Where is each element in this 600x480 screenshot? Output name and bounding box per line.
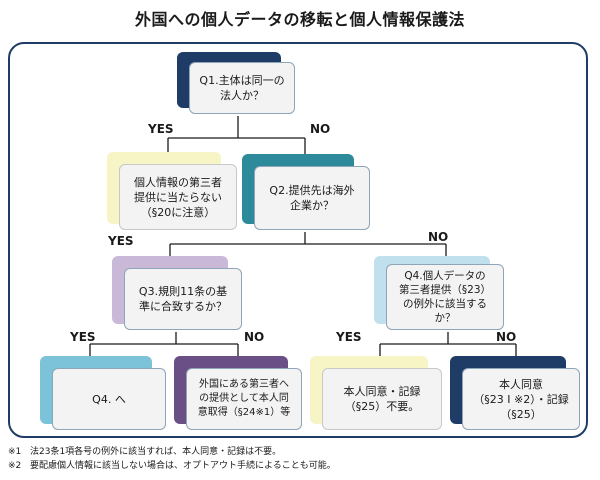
label-q4-no: NO: [496, 330, 517, 344]
node-no-consent-needed-text: 本人同意・記録 （§25）不要。: [322, 368, 442, 430]
node-q2: Q2.提供先は海外 企業か？: [242, 154, 372, 232]
footnote-2-text: 要配慮個人情報に該当しない場合は、オプトアウト手続によることも可能。: [30, 461, 336, 471]
node-consent-record: 本人同意 （§23 Ⅰ ※2）・記録 （§25）: [450, 356, 582, 432]
node-q3: Q3.規則11条の基 準に合致するか？: [112, 256, 244, 332]
node-goto-q4: Q4. へ: [40, 356, 168, 432]
label-q3-yes: YES: [70, 330, 96, 344]
node-q4-text: Q4.個人データの 第三者提供（§23） の例外に該当する か？: [386, 264, 504, 330]
footnote-2-mark: ※2: [8, 461, 22, 471]
node-not-third-party: 個人情報の第三者 提供に当たらない （§20に注意）: [107, 152, 237, 234]
node-q2-text: Q2.提供先は海外 企業か？: [254, 166, 370, 230]
node-q4: Q4.個人データの 第三者提供（§23） の例外に該当する か？: [374, 256, 506, 332]
node-q1-text: Q1.主体は同一の 法人か？: [189, 62, 295, 114]
label-q1-no: NO: [310, 122, 331, 136]
label-q3-no: NO: [244, 330, 265, 344]
diagram-frame: [8, 42, 588, 438]
label-q2-yes: YES: [108, 234, 134, 248]
node-foreign-consent-text: 外国にある第三者へ の提供として本人同 意取得（§24※1）等: [186, 368, 302, 430]
node-consent-record-text: 本人同意 （§23 Ⅰ ※2）・記録 （§25）: [462, 368, 580, 430]
node-goto-q4-text: Q4. へ: [52, 368, 166, 430]
node-q1: Q1.主体は同一の 法人か？: [177, 52, 297, 116]
node-not-third-party-text: 個人情報の第三者 提供に当たらない （§20に注意）: [119, 164, 237, 230]
node-foreign-consent: 外国にある第三者へ の提供として本人同 意取得（§24※1）等: [174, 356, 304, 432]
footnote-2: ※2 要配慮個人情報に該当しない場合は、オプトアウト手続によることも可能。: [8, 460, 336, 472]
label-q1-yes: YES: [148, 122, 174, 136]
footnote-1-text: 法23条1項各号の例外に該当すれば、本人同意・記録は不要。: [30, 447, 282, 457]
node-q3-text: Q3.規則11条の基 準に合致するか？: [124, 268, 242, 330]
footnote-1-mark: ※1: [8, 447, 22, 457]
footnote-1: ※1 法23条1項各号の例外に該当すれば、本人同意・記録は不要。: [8, 446, 281, 458]
page-title: 外国への個人データの移転と個人情報保護法: [134, 10, 465, 29]
label-q2-no: NO: [428, 230, 449, 244]
label-q4-yes: YES: [336, 330, 362, 344]
node-no-consent-needed: 本人同意・記録 （§25）不要。: [310, 356, 444, 432]
